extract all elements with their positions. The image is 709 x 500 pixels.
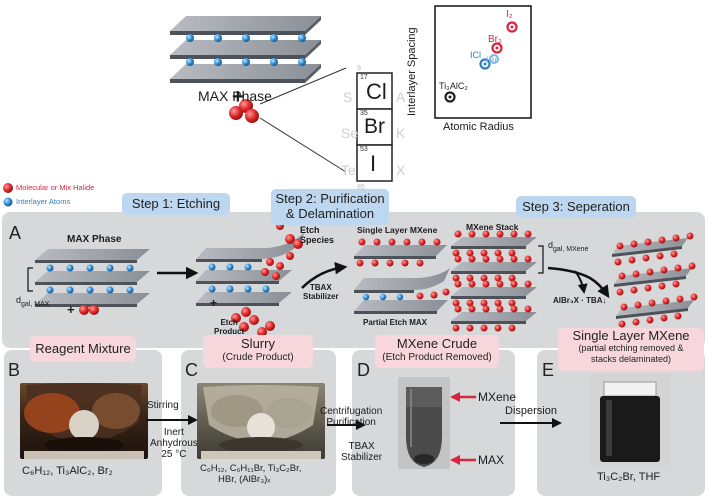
- panel-a-mxene-stack-label: MXene Stack: [466, 222, 519, 232]
- cl-number: 17: [360, 74, 368, 81]
- svg-text:Se: Se: [341, 125, 358, 141]
- step-2-line-1: Step 2: Purification: [275, 191, 385, 206]
- panel-a-letter: A: [9, 223, 22, 243]
- label-ti3alc2: Ti₃AlC₂: [439, 81, 468, 91]
- label-i2: I₂: [506, 9, 513, 20]
- step-2-line-2: & Delamination: [285, 206, 375, 221]
- label-br2: Br₂: [488, 34, 502, 45]
- panel-a-single-layer: [354, 238, 447, 267]
- legend-halide-swatch: [3, 183, 13, 193]
- photo-single-layer: [590, 374, 670, 466]
- panel-a-partial-etch-label: Partial Etch MAX: [363, 318, 428, 327]
- point-ibr: [489, 54, 499, 64]
- panel-a-delaminated-sheets: [612, 232, 698, 328]
- panel-a-plus: +: [67, 302, 75, 317]
- step-2-box: Step 2: Purification & Delamination: [271, 189, 389, 225]
- label-icl: ICl: [470, 50, 481, 60]
- top-plus: +: [232, 86, 244, 108]
- step-1-box: Step 1: Etching: [122, 193, 230, 215]
- label-slurry: Slurry (Crude Product): [203, 335, 313, 368]
- panel-d-max-label: MAX: [478, 453, 505, 467]
- photo-reagent-mixture: [20, 383, 148, 459]
- panel-b-caption: C₆H₁₂, Ti₃AlC₂, Br₂: [22, 465, 113, 477]
- panel-e-caption: Ti₃C₂Br, THF: [597, 471, 661, 483]
- svg-text:A: A: [396, 89, 406, 105]
- periodic-column: S A Se K Te X 9 85: [341, 65, 406, 191]
- panel-a-mxene-stack: [451, 230, 544, 332]
- label-reagent-mixture: Reagent Mixture: [30, 336, 136, 362]
- label-mxene-crude: MXene Crude (Etch Product Removed): [375, 335, 499, 368]
- panel-d-letter: D: [357, 360, 370, 380]
- plot-ylabel: Interlayer Spacing: [406, 27, 418, 116]
- panel-a-etching-stack: [196, 222, 305, 345]
- max-phase-stack-top: [170, 16, 321, 83]
- panel-a-single-layer-label: Single Layer MXene: [357, 225, 438, 235]
- legend-interlayer-label: Interlayer Atoms: [16, 197, 71, 206]
- panel-a-max-stack: [27, 249, 150, 315]
- panel-a-partial-etch: [354, 268, 450, 314]
- step-3-box: Step 3: Seperation: [516, 196, 636, 218]
- legend-interlayer-swatch: [3, 197, 13, 207]
- svg-text:K: K: [396, 125, 406, 141]
- panel-b-letter: B: [8, 360, 21, 380]
- panel-a-dgal-max: dgal, MAX: [16, 295, 50, 308]
- cl-symbol: Cl: [366, 79, 387, 104]
- arrow-bc-stirring: Stirring: [147, 400, 179, 411]
- panel-d-mxene-label: MXene: [478, 390, 517, 404]
- label-ibr: IBr: [486, 55, 498, 65]
- arrow-de-label: Dispersion: [505, 405, 557, 417]
- br-number: 35: [360, 110, 368, 117]
- br-symbol: Br: [364, 115, 385, 138]
- panel-c-caption: C₆H₁₂, C₆H₁₁Br, Ti₃C₂Br,HBr, (AlBr₃)ₓ: [200, 463, 302, 485]
- svg-text:9: 9: [357, 65, 361, 72]
- spacing-radius-plot: [434, 5, 532, 119]
- panel-a-plus-2: +: [210, 296, 218, 310]
- legend-halide-label: Molecular or Mix Halide: [16, 183, 95, 192]
- photo-slurry: [197, 383, 325, 459]
- panel-a-dgal-mxene: dgal, MXene: [548, 240, 589, 253]
- panel-e-letter: E: [542, 360, 555, 380]
- photo-mxene-crude: [398, 377, 450, 469]
- i-number: 53: [360, 146, 368, 153]
- i-symbol: I: [370, 151, 377, 176]
- max-phase-label: MAX Phase: [198, 88, 272, 104]
- panel-a-albr-label: AlBr₃X · TBA↓: [553, 296, 607, 305]
- panel-a-max-phase: MAX Phase: [67, 234, 122, 245]
- label-single-layer-mxene: Single Layer MXene (partial etching remo…: [558, 328, 704, 371]
- plot-xlabel: Atomic Radius: [443, 121, 514, 133]
- svg-text:X: X: [396, 162, 406, 178]
- panel-c-letter: C: [185, 360, 198, 380]
- svg-text:S: S: [343, 89, 352, 105]
- svg-text:85: 85: [357, 184, 365, 191]
- svg-text:Te: Te: [341, 162, 356, 178]
- halide-molecule-icon: [229, 99, 259, 123]
